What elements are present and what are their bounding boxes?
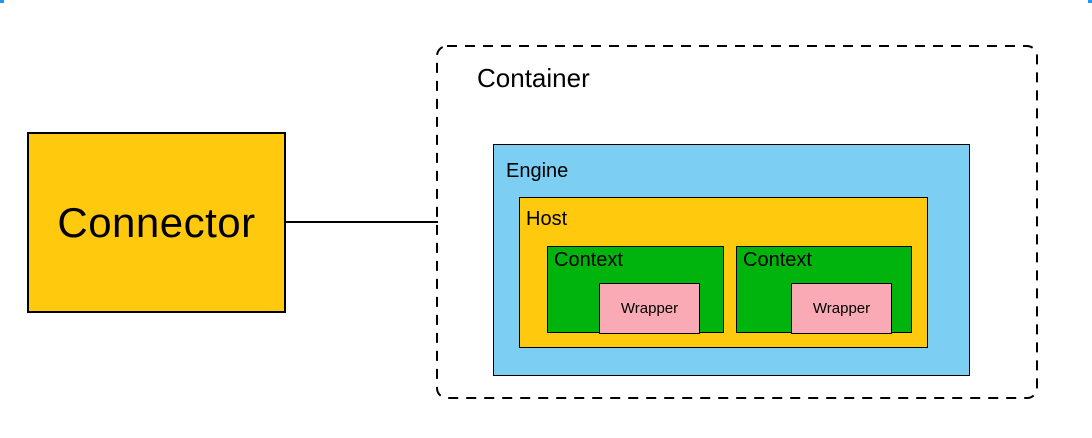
container-label: Container <box>477 63 590 93</box>
context-node-2: Context Wrapper <box>736 246 912 334</box>
wrapper-label: Wrapper <box>620 299 679 317</box>
wrapper-node-2: Wrapper <box>791 282 892 334</box>
engine-label: Engine <box>506 160 569 182</box>
corner-accent-dot-left <box>0 0 4 3</box>
context-node-1: Context Wrapper <box>547 246 724 334</box>
context-label: Context <box>743 249 812 271</box>
wrapper-node-1: Wrapper <box>599 282 700 334</box>
corner-accent-dot-right <box>1088 0 1092 3</box>
context-label: Context <box>554 249 623 271</box>
connector-node: Connector <box>27 132 286 313</box>
container-dashed-border <box>436 45 1038 399</box>
connector-to-container-line <box>285 221 438 223</box>
wrapper-label: Wrapper <box>812 299 871 317</box>
host-label: Host <box>526 208 568 230</box>
connector-label: Connector <box>57 198 256 246</box>
